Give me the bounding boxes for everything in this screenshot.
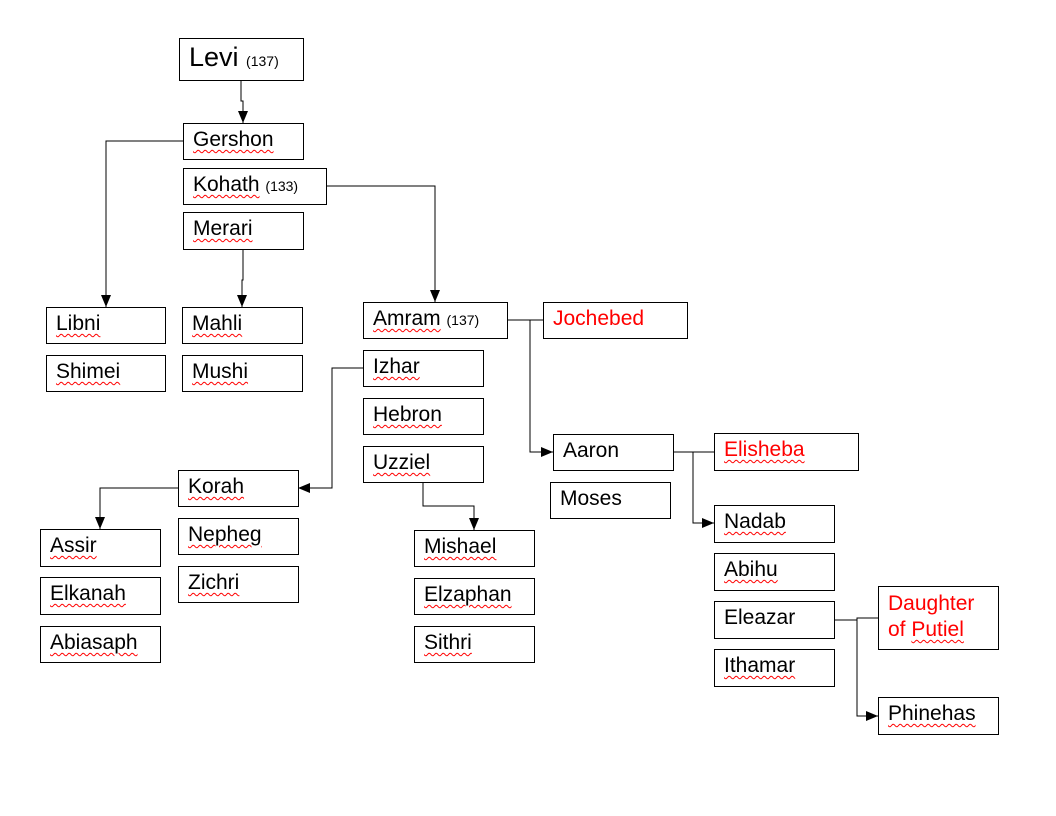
person-uzziel: Uzziel [363, 446, 484, 483]
person-hebron: Hebron [363, 398, 484, 435]
person-sithri: Sithri [414, 626, 535, 663]
age: (137) [246, 53, 279, 69]
name: Nadab [724, 510, 786, 533]
name: Mishael [424, 535, 497, 558]
person-mahli: Mahli [182, 307, 303, 344]
person-abiasaph: Abiasaph [40, 626, 161, 663]
person-kohath: Kohath (133) [183, 168, 327, 205]
uzziel-to-sons-arrow [422, 482, 479, 530]
person-daughter-of-putiel: Daughter of Putiel [878, 586, 999, 650]
age: (133) [265, 178, 299, 194]
eleazar-to-son-arrow [856, 620, 878, 721]
korah-to-sons-arrow [95, 487, 178, 529]
name: Abihu [724, 558, 778, 581]
name: Assir [50, 534, 97, 557]
person-elisheba: Elisheba [714, 433, 859, 471]
name: Ithamar [724, 654, 796, 677]
person-ithamar: Ithamar [714, 649, 835, 687]
name: Kohath [193, 173, 260, 196]
name: Elisheba [724, 438, 805, 461]
person-merari: Merari [183, 212, 304, 250]
person-eleazar: Eleazar [714, 601, 835, 639]
person-abihu: Abihu [714, 553, 835, 591]
person-levi: Levi (137) [179, 38, 304, 81]
person-amram: Amram (137) [363, 302, 508, 339]
age: (137) [446, 312, 480, 328]
name: Mushi [192, 360, 249, 383]
name: Phinehas [888, 702, 976, 725]
amram-to-children-arrow [529, 320, 553, 457]
name: Zichri [188, 571, 240, 594]
levi-to-sons-arrow [238, 80, 248, 123]
name: Nepheg [188, 523, 262, 546]
person-nepheg: Nepheg [178, 518, 299, 555]
person-gershon: Gershon [183, 123, 304, 160]
name: Hebron [373, 403, 442, 426]
name-prefix: of [888, 618, 906, 641]
aaron-to-sons-arrow [692, 452, 714, 528]
person-mishael: Mishael [414, 530, 535, 567]
name: Merari [193, 217, 253, 240]
name: Moses [560, 487, 622, 510]
eleazar-putiel-marriage-line [834, 617, 878, 621]
name: Eleazar [724, 606, 796, 629]
person-aaron: Aaron [553, 434, 674, 471]
name: Shimei [56, 360, 121, 383]
person-jochebed: Jochebed [543, 302, 688, 339]
name: Mahli [192, 312, 243, 335]
name: Elkanah [50, 582, 126, 605]
person-izhar: Izhar [363, 350, 484, 387]
name: Putiel [911, 618, 964, 641]
name: Gershon [193, 128, 274, 151]
name: Libni [56, 312, 101, 335]
name-line1: Daughter [888, 592, 975, 615]
person-elkanah: Elkanah [40, 577, 161, 615]
person-nadab: Nadab [714, 505, 835, 543]
person-mushi: Mushi [182, 355, 303, 392]
name: Sithri [424, 631, 472, 654]
name: Aaron [563, 439, 620, 462]
kohath-to-sons-arrow [326, 185, 440, 302]
person-phinehas: Phinehas [878, 697, 999, 735]
name: Abiasaph [50, 631, 138, 654]
person-assir: Assir [40, 529, 161, 567]
name: Uzziel [373, 451, 431, 474]
person-zichri: Zichri [178, 566, 299, 603]
gershon-to-sons-arrow [101, 140, 183, 307]
name: Jochebed [553, 307, 645, 330]
person-shimei: Shimei [46, 355, 166, 392]
izhar-to-sons-arrow [298, 367, 363, 493]
name: Elzaphan [424, 583, 512, 606]
person-libni: Libni [46, 307, 166, 344]
person-korah: Korah [178, 470, 299, 507]
person-moses: Moses [550, 482, 671, 519]
name: Amram [373, 307, 441, 330]
person-elzaphan: Elzaphan [414, 578, 535, 615]
name: Izhar [373, 355, 420, 378]
name: Korah [188, 475, 245, 498]
name: Levi [189, 42, 239, 72]
merari-to-sons-arrow [237, 249, 247, 307]
